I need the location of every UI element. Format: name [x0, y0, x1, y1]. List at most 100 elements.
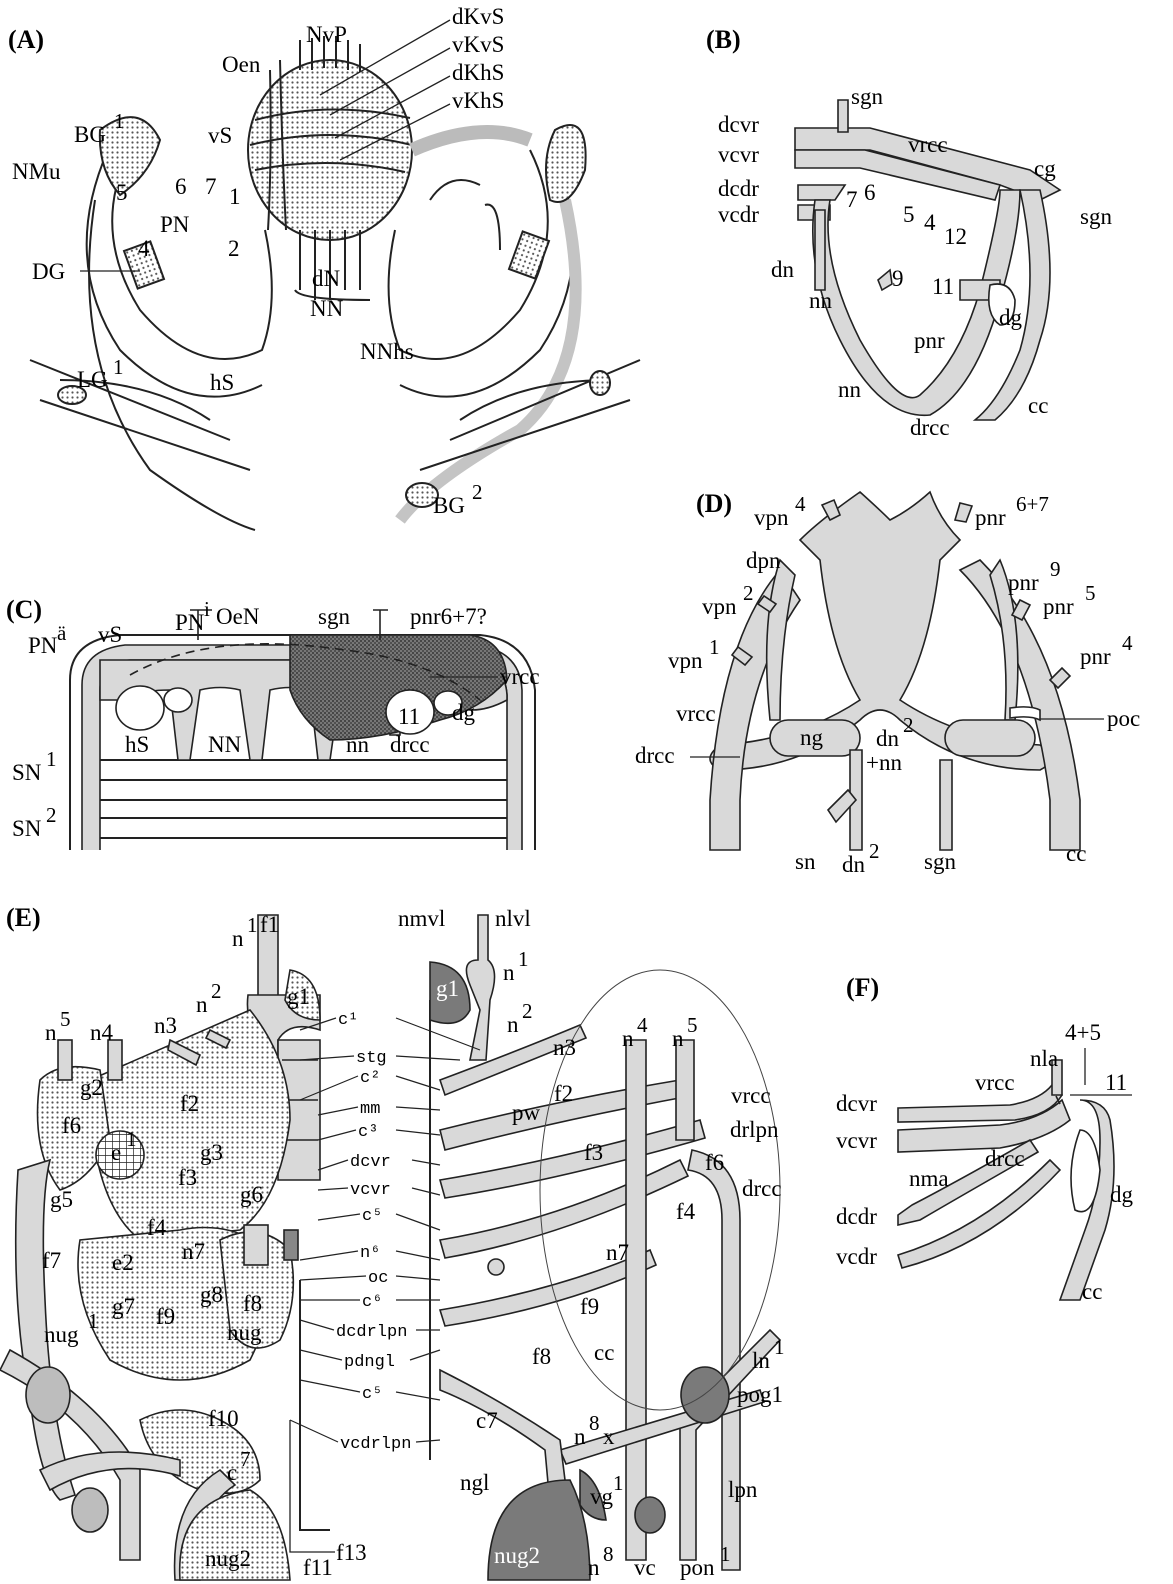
label-d-drcc: drcc	[635, 743, 675, 768]
label-e-pdngl: pdngl	[344, 1353, 395, 1372]
label-e-n1-right-sup: 1	[518, 947, 529, 971]
label-f-nla: nla	[1030, 1046, 1058, 1071]
label-e-n2-sup: 2	[211, 979, 222, 1003]
label-e-nlvl: nlvl	[495, 906, 531, 931]
label-e-ln1-sup: 1	[774, 1335, 785, 1359]
label-bg2: BG	[433, 493, 465, 518]
label-e-n8: n	[588, 1555, 600, 1580]
label-b-5: 5	[903, 202, 915, 227]
label-d-dn2b-sup: 2	[869, 839, 880, 863]
label-vs: vS	[208, 123, 232, 148]
label-d-plus-nn: +nn	[866, 750, 902, 775]
panel-a-labels: NvP dKvS vKvS dKhS vKhS Oen BG 1 vS NMu …	[12, 4, 504, 518]
label-e-n2-right-sup: 2	[522, 999, 533, 1023]
label-d-pnr67-sup: 6+7	[1016, 492, 1049, 516]
label-e-ngl: ngl	[460, 1470, 489, 1495]
label-dkhs: dKhS	[452, 60, 504, 85]
panel-b-letter: (B)	[706, 25, 741, 54]
label-e-g8: g8	[200, 1282, 223, 1307]
label-e-f6: f6	[62, 1113, 81, 1138]
label-e-n4: n4	[90, 1020, 114, 1045]
label-e-f2: f2	[180, 1091, 199, 1116]
label-e-n1: n	[232, 926, 244, 951]
f13-leader	[290, 1420, 335, 1552]
label-e-c5a: c⁵	[362, 1207, 382, 1226]
label-c-oen: OeN	[216, 604, 260, 629]
label-c-pna-sup: ä	[57, 621, 67, 645]
label-e-f11: f11	[303, 1555, 333, 1580]
label-b-dn: dn	[771, 257, 795, 282]
label-e-nug2-right: nug2	[494, 1543, 540, 1568]
label-c-nn-small: nn	[346, 732, 370, 757]
label-d-ng: ng	[800, 725, 824, 750]
label-d-vpn4-sup: 4	[795, 492, 806, 516]
label-d-vpn1: vpn	[668, 648, 703, 673]
label-e-n2: n	[196, 992, 208, 1017]
label-e-n4-right: n	[622, 1026, 634, 1051]
label-e-n8x-x: x	[603, 1424, 615, 1449]
label-e-pon1-sup: 1	[720, 1542, 731, 1566]
label-e-c3: c³	[358, 1123, 378, 1142]
label-c-hs: hS	[125, 732, 149, 757]
label-c-pna: PN	[28, 633, 58, 658]
label-e-n8x: n	[574, 1424, 586, 1449]
label-nmu: NMu	[12, 159, 61, 184]
label-hs: hS	[210, 370, 234, 395]
label-e-stg: stg	[356, 1049, 387, 1068]
label-a1: 1	[229, 184, 241, 209]
label-b-9: 9	[892, 266, 904, 291]
label-f-vcvr: vcvr	[836, 1128, 877, 1153]
label-d-pnr5: pnr	[1043, 594, 1074, 619]
label-e-g6: g6	[240, 1182, 263, 1207]
label-d-dn2b: dn	[842, 852, 866, 877]
label-f-11: 11	[1105, 1070, 1127, 1095]
label-e-n3: n3	[154, 1013, 177, 1038]
label-e-c7-sup: 7	[240, 1447, 251, 1471]
label-d-dpn: dpn	[746, 548, 781, 573]
label-e-n2-right: n	[507, 1012, 519, 1037]
label-e-f9: f9	[156, 1304, 175, 1329]
label-b-drcc: drcc	[910, 415, 950, 440]
label-e-vrcc: vrcc	[731, 1083, 771, 1108]
label-b-nn2: nn	[838, 377, 862, 402]
panel-f: (F) 4+5 nla dcvr vrcc 11 vcvr drcc nma d…	[836, 973, 1134, 1304]
label-e-f3-right: f3	[584, 1140, 603, 1165]
label-dn: dN	[312, 266, 341, 291]
label-e-c7-right: c7	[476, 1408, 498, 1433]
label-vkhs: vKhS	[452, 88, 504, 113]
label-a7: 7	[205, 174, 217, 199]
label-e-vcvr: vcvr	[350, 1181, 391, 1200]
label-d-vpn4: vpn	[754, 505, 789, 530]
panel-d-letter: (D)	[696, 489, 732, 518]
label-e-f1: f1	[260, 912, 279, 937]
label-e-n6: n⁶	[360, 1244, 380, 1263]
label-e-vg1-sup: 1	[613, 1471, 624, 1495]
label-e-ln1: ln	[752, 1348, 770, 1373]
label-e-nmvl: nmvl	[398, 906, 445, 931]
label-c-11: 11	[398, 704, 420, 729]
label-e-vg1: vg	[590, 1484, 614, 1509]
label-e-g1-right: g1	[436, 976, 459, 1001]
label-dg: DG	[32, 259, 65, 284]
panel-e-letter: (E)	[6, 903, 41, 932]
label-f-dcvr: dcvr	[836, 1091, 877, 1116]
label-f-45: 4+5	[1065, 1020, 1101, 1045]
label-e-f8-right: f8	[532, 1344, 551, 1369]
label-a5: 5	[116, 180, 128, 205]
label-e-g3: g3	[200, 1140, 223, 1165]
label-f-dcdr: dcdr	[836, 1204, 877, 1229]
label-e-n5-right: n	[672, 1026, 684, 1051]
label-c-dg: dg	[452, 700, 476, 725]
label-e-pw: pw	[512, 1100, 541, 1125]
label-b-sgn: sgn	[851, 84, 883, 109]
label-f-vrcc: vrcc	[975, 1070, 1015, 1095]
label-b-cg: cg	[1034, 156, 1056, 181]
label-c-sn1: SN	[12, 760, 42, 785]
label-e-f13: f13	[336, 1540, 367, 1565]
label-bg1: BG	[74, 122, 106, 147]
label-e-n7-right: n7	[606, 1240, 629, 1265]
label-e-nug2: nug2	[205, 1546, 251, 1571]
label-b-11: 11	[932, 274, 954, 299]
panel-b: (B) sgn dcvr vcvr vrcc cg dcdr vcdr 6 7 …	[706, 25, 1112, 440]
